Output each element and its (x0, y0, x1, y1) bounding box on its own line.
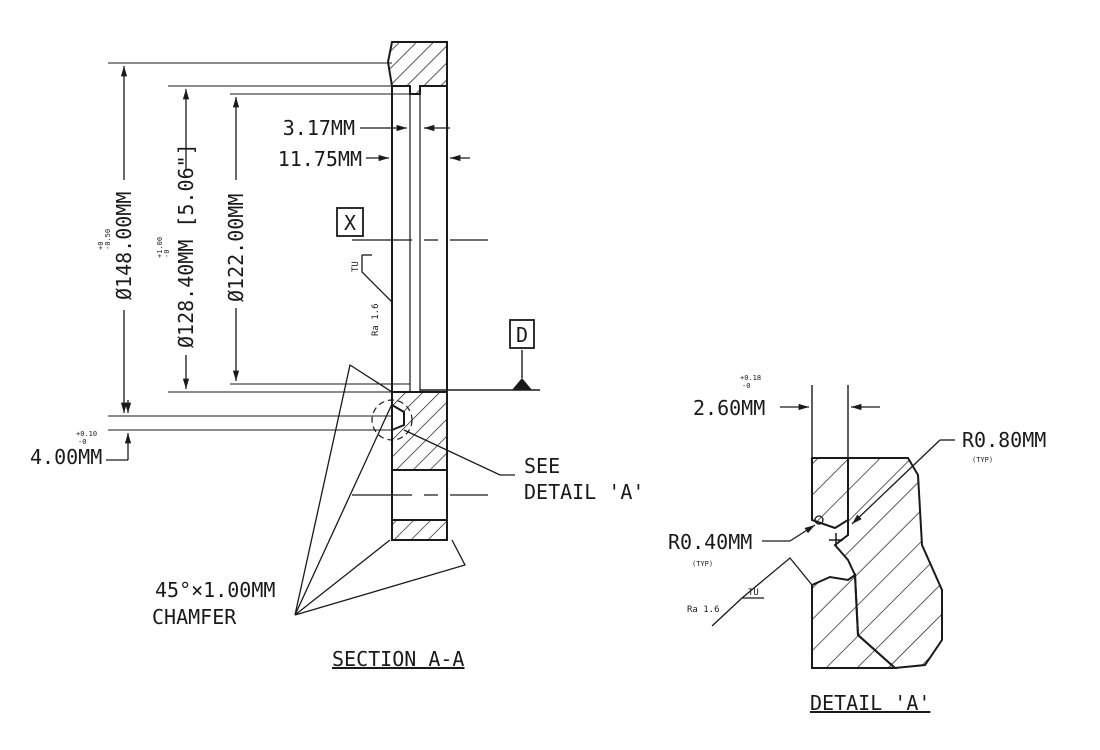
r080-label: R0.80MM (962, 428, 1046, 452)
dim-4-00: 4.00MM +0.10 -0 (30, 400, 392, 469)
r040-typ: (TYP) (692, 560, 713, 568)
r040-leader (789, 524, 816, 542)
dim-4-00-label: 4.00MM (30, 445, 102, 469)
r080-leader (851, 439, 941, 525)
surface-finish-symbol: TU Ra 1.6 (351, 254, 393, 336)
dim-dia148: Ø148.00MM +0 -0.50 (97, 62, 392, 417)
section-a-a: D X 3.17MM 11.75MM Ø148.00MM +0 -0.50 (30, 41, 644, 671)
detail-a: 2.60MM +0.18 -0 R0.80MM (TYP) R0.40MM (T… (668, 374, 1046, 715)
surface-tu-label: TU (351, 261, 361, 272)
dim-3-17: 3.17MM (283, 100, 450, 140)
detail-small-radius (814, 515, 824, 525)
datum-d-label: D (516, 323, 528, 347)
datum-x-box (336, 207, 364, 237)
datum-d-box (509, 319, 535, 349)
dim-4-00-tol-bot: -0 (78, 438, 86, 446)
chamfer-label-2: CHAMFER (152, 605, 237, 629)
r080-typ: (TYP) (972, 456, 993, 464)
datum-x-label: X (344, 211, 356, 235)
see-detail-label-1: SEE (524, 454, 560, 478)
detail-a-circle (371, 399, 413, 441)
dim-11-75-label: 11.75MM (278, 147, 362, 171)
dim-dia122: Ø122.00MM (224, 93, 410, 385)
dim-dia148-tol-bot: -0.50 (104, 229, 112, 250)
detail-left-upper-hatch (811, 457, 849, 530)
chamfer-label-1: 45°×1.00MM (155, 578, 275, 602)
detail-lower-hatch (811, 573, 898, 669)
lower-hatch-block (391, 391, 448, 471)
dim-dia122-label: Ø122.00MM (224, 194, 248, 302)
r040-label: R0.40MM (668, 530, 752, 554)
dim-2-60-label: 2.60MM (693, 396, 765, 420)
lower-groove (409, 384, 421, 393)
dim-dia128-label: Ø128.40MM [5.06"] (174, 143, 198, 348)
surface-ra-label: Ra 1.6 (371, 303, 381, 336)
detail-title: DETAIL 'A' (810, 691, 930, 715)
see-detail-leader (403, 429, 515, 476)
dim-dia148-label: Ø148.00MM (112, 192, 136, 300)
top-flange-hatch (386, 41, 448, 95)
detail-surface-finish: TU Ra 1.6 (687, 557, 813, 627)
section-title: SECTION A-A (332, 647, 464, 671)
dim-dia128-tol-top: +1.00 (156, 237, 164, 258)
dim-2-60-tol-bot: -0 (742, 382, 750, 390)
detail-upper-hatch (812, 457, 943, 670)
dim-4-00-tol-top: +0.10 (76, 430, 97, 438)
datum-d-triangle (512, 378, 532, 390)
dim-3-17-label: 3.17MM (283, 116, 355, 140)
detail-surface-ra: Ra 1.6 (687, 605, 720, 615)
dim-dia128-tol-bot: -0 (163, 250, 171, 258)
dim-2-60-tol-top: +0.18 (740, 374, 761, 382)
detail-surface-tu: TU (748, 588, 759, 598)
see-detail-label-2: DETAIL 'A' (524, 480, 644, 504)
bottom-hatch-block (391, 519, 448, 541)
dim-dia148-tol-top: +0 (97, 242, 105, 250)
dim-dia128: Ø128.40MM [5.06"] +1.00 -0 (156, 85, 392, 393)
chamfer-leaders (294, 363, 466, 616)
dim-11-75: 11.75MM (278, 140, 470, 171)
